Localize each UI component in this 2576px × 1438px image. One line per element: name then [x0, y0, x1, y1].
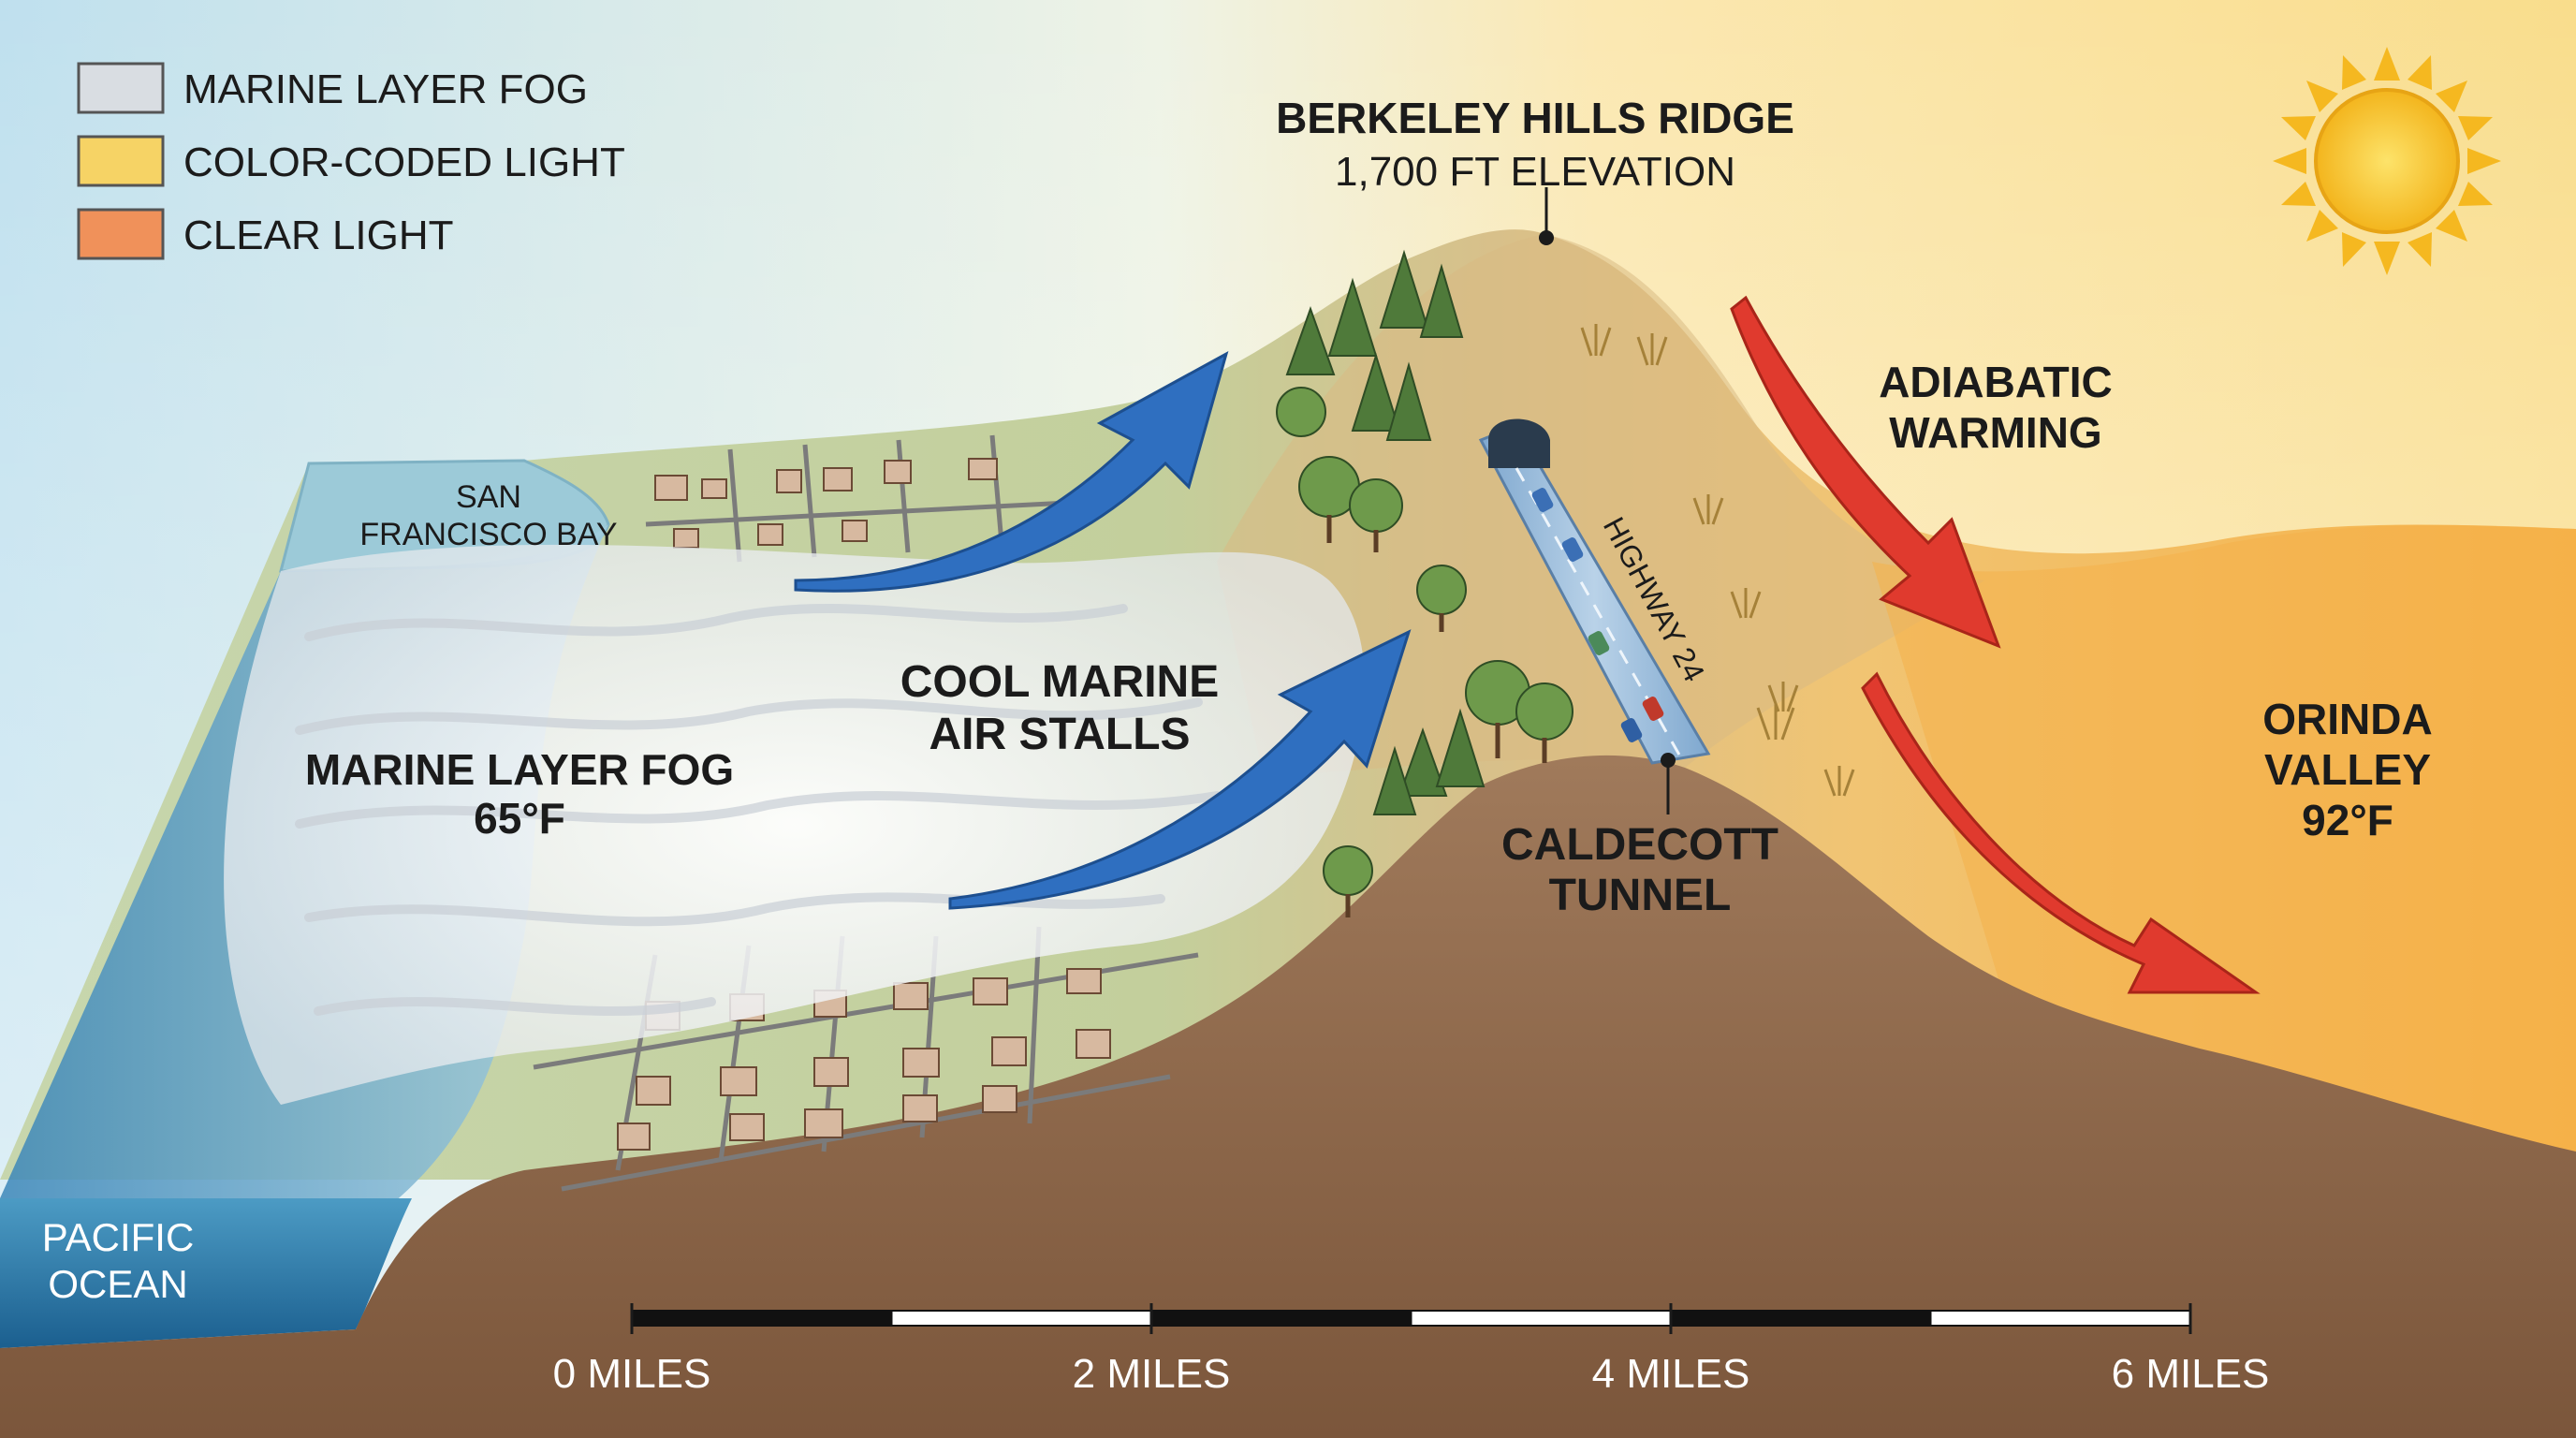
marine-layer-fog: [224, 544, 1365, 1105]
scale-bar-segment: [1670, 1310, 1932, 1327]
ridge-elevation-label: 1,700 FT ELEVATION: [1335, 149, 1735, 195]
town-upper: [645, 434, 1105, 563]
legend-item-fog: MARINE LAYER FOG: [77, 62, 588, 114]
scale-label-2: 2 MILES: [1073, 1351, 1231, 1397]
warm-air-arrow-upper: [1730, 295, 2001, 649]
earth-cross-section: [0, 755, 2576, 1438]
cool-air-arrow-lower: [948, 629, 1412, 910]
legend-label-clear: CLEAR LIGHT: [183, 213, 454, 258]
scale-label-6: 6 MILES: [2112, 1351, 2270, 1397]
legend-label-color-coded: COLOR-CODED LIGHT: [183, 139, 625, 185]
valley-label-line2: VALLEY: [2264, 745, 2431, 794]
scale-label-0: 0 MILES: [553, 1351, 711, 1397]
stall-label-line1: COOL MARINE: [900, 657, 1219, 707]
warm-air-arrows: [1730, 295, 2261, 994]
valley-label-line3: 92°F: [2302, 796, 2393, 844]
scale-bar-segment: [631, 1310, 893, 1327]
legend-swatch-color-coded: [77, 135, 165, 187]
legend-swatch-clear: [77, 208, 165, 260]
ridge-name-label: BERKELEY HILLS RIDGE: [1276, 94, 1794, 142]
tunnel-label-line1: CALDECOTT: [1501, 820, 1778, 870]
stall-label-line2: AIR STALLS: [929, 710, 1190, 759]
scale-bar: 0 MILES 2 MILES 4 MILES 6 MILES: [553, 1303, 2270, 1397]
bay-label-line2: FRANCISCO BAY: [359, 517, 617, 552]
legend: MARINE LAYER FOG COLOR-CODED LIGHT CLEAR…: [77, 62, 625, 260]
ridge-peak-marker: [1539, 187, 1554, 245]
legend-item-clear: CLEAR LIGHT: [77, 208, 454, 260]
fog-label-line1: MARINE LAYER FOG: [305, 745, 734, 794]
legend-item-color-coded: COLOR-CODED LIGHT: [77, 135, 625, 187]
valley-label-line1: ORINDA: [2262, 695, 2432, 743]
legend-label-fog: MARINE LAYER FOG: [183, 66, 588, 112]
dry-grass: [1580, 324, 1855, 797]
pacific-ocean: [0, 1198, 412, 1348]
ridge-trees: [1276, 249, 1573, 917]
ocean-label-line1: PACIFIC: [42, 1215, 195, 1259]
cool-air-arrow-upper: [794, 350, 1229, 593]
scale-label-4: 4 MILES: [1592, 1351, 1750, 1397]
bay-label-line1: SAN: [456, 479, 521, 515]
scale-bar-segment: [890, 1310, 1152, 1327]
fog-label-line2: 65°F: [474, 794, 565, 843]
scale-bar-segment: [1410, 1310, 1672, 1327]
warm-air-arrow-lower: [1861, 671, 2261, 994]
warming-label-line2: WARMING: [1889, 408, 2101, 457]
scale-bar-segment: [1150, 1310, 1412, 1327]
cool-air-arrows: [794, 350, 1412, 910]
scale-bar-segment: [1929, 1310, 2191, 1327]
ocean-label-line2: OCEAN: [48, 1262, 187, 1306]
tunnel-marker: [1661, 753, 1676, 814]
warming-label-line1: ADIABATIC: [1879, 358, 2113, 406]
scale-bar-segments: [631, 1310, 2191, 1327]
caldecott-tunnel: [1478, 418, 1711, 765]
legend-swatch-fog: [77, 62, 165, 114]
sun-icon: [2273, 47, 2501, 275]
tunnel-label-line2: TUNNEL: [1549, 871, 1732, 920]
